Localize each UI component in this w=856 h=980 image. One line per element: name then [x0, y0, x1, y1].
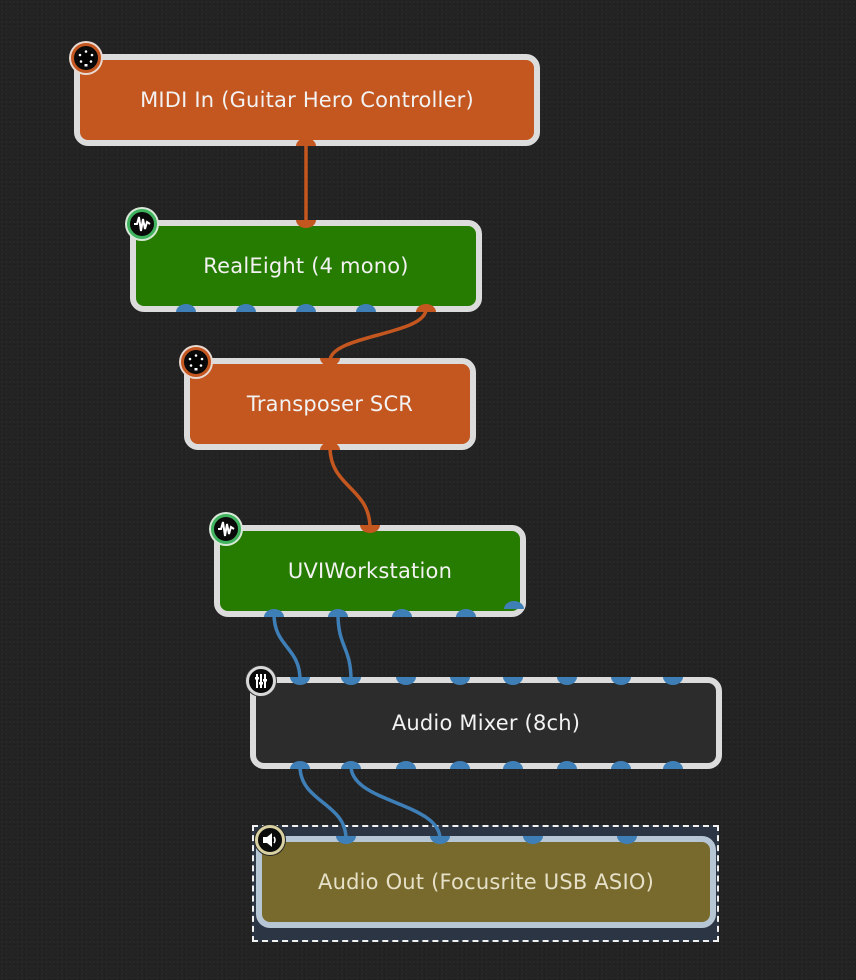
- speaker-icon: [255, 825, 285, 855]
- node-label: RealEight (4 mono): [203, 254, 409, 278]
- cable-audio[interactable]: [272, 613, 302, 681]
- node-uviworkstation[interactable]: UVIWorkstation: [214, 525, 526, 617]
- node-audio-mixer[interactable]: Audio Mixer (8ch): [250, 677, 722, 769]
- node-label: Transposer SCR: [246, 392, 414, 416]
- plugin-waveform-icon: [211, 514, 241, 544]
- midi-din-icon: [71, 43, 101, 73]
- node-label: Audio Out (Focusrite USB ASIO): [318, 870, 654, 894]
- cable-audio[interactable]: [298, 765, 348, 840]
- node-audio-out[interactable]: Audio Out (Focusrite USB ASIO): [256, 836, 716, 928]
- node-realeight[interactable]: RealEight (4 mono): [130, 220, 482, 312]
- node-label: Audio Mixer (8ch): [391, 711, 581, 735]
- node-label: MIDI In (Guitar Hero Controller): [140, 88, 474, 112]
- node-midi-in[interactable]: MIDI In (Guitar Hero Controller): [74, 54, 540, 146]
- plugin-waveform-icon: [127, 209, 157, 239]
- node-transposer[interactable]: Transposer SCR: [184, 358, 476, 450]
- midi-din-icon: [181, 347, 211, 377]
- cable-midi[interactable]: [328, 308, 428, 362]
- cable-midi[interactable]: [328, 446, 372, 529]
- cable-audio[interactable]: [349, 765, 442, 840]
- node-label: UVIWorkstation: [287, 559, 453, 583]
- mixer-faders-icon: [246, 666, 276, 696]
- cable-audio[interactable]: [336, 613, 353, 681]
